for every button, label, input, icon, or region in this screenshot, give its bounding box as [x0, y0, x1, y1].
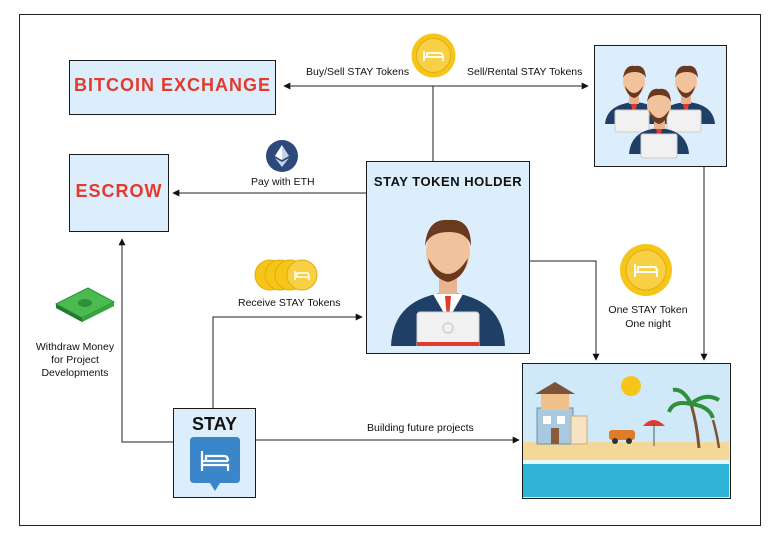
one-token-label: One STAY Token One night	[604, 303, 692, 331]
token-holder-title: STAY TOKEN HOLDER	[373, 174, 523, 189]
buy-sell-label: Buy/Sell STAY Tokens	[306, 66, 410, 78]
beach-box	[522, 363, 731, 499]
laptop-base	[417, 342, 479, 346]
withdraw-line3: Developments	[41, 367, 109, 379]
sell-rental-label: Sell/Rental STAY Tokens	[467, 66, 583, 78]
one-token-line1: One STAY Token	[608, 304, 688, 316]
stay-box: STAY	[173, 408, 256, 498]
pay-eth-label: Pay with ETH	[251, 176, 315, 188]
token-coin-icon	[620, 244, 672, 296]
holder-beach-connector	[529, 260, 600, 361]
receive-connector	[212, 313, 363, 408]
stay-label: STAY	[191, 414, 238, 434]
bitcoin-exchange-box: BITCOIN EXCHANGE	[69, 60, 276, 115]
token-stack-icon	[254, 259, 318, 291]
one-token-line2: One night	[625, 318, 671, 330]
bed-icon	[190, 437, 240, 491]
building-label: Building future projects	[367, 422, 474, 434]
token-coin-icon	[411, 33, 456, 78]
holder-illustration	[391, 219, 505, 346]
withdraw-line2: for Project	[51, 354, 99, 366]
escrow-box: ESCROW	[69, 154, 169, 232]
token-holder-box: STAY TOKEN HOLDER	[366, 161, 530, 354]
withdraw-connector	[118, 238, 173, 443]
withdraw-line1: Withdraw Money	[35, 341, 115, 353]
receive-label: Receive STAY Tokens	[238, 297, 341, 309]
ethereum-icon	[266, 140, 298, 172]
bitcoin-exchange-label: BITCOIN EXCHANGE	[73, 75, 271, 95]
money-stack-icon	[54, 287, 116, 322]
investors-box	[594, 45, 727, 167]
withdraw-label: Withdraw Money for Project Developments	[26, 341, 124, 380]
beach-illustration	[523, 364, 729, 497]
investors-illustration	[605, 65, 715, 159]
escrow-label: ESCROW	[75, 181, 163, 201]
